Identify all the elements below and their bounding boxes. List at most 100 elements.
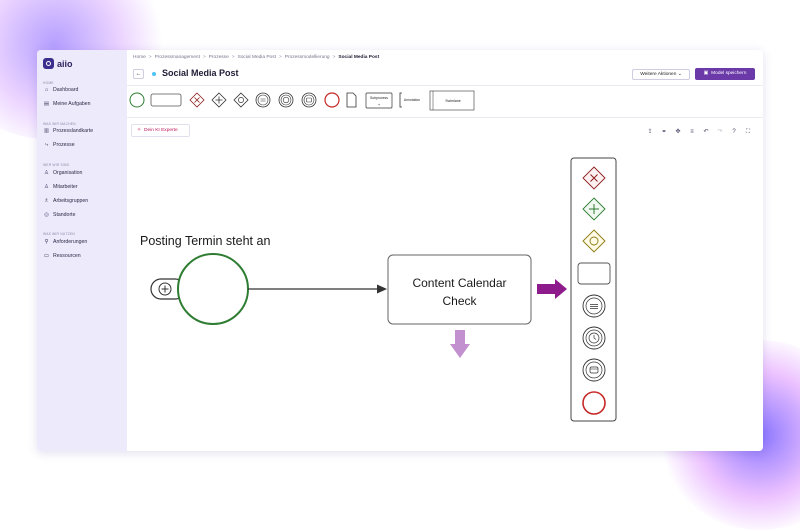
sidebar-item-label: Ressourcen xyxy=(53,253,81,259)
task-content-calendar-check[interactable] xyxy=(387,254,532,325)
sidebar-item-standorte[interactable]: ◎ Standorte xyxy=(43,212,75,218)
bpmn-palette: Subprocess + Annotation Swimlane xyxy=(129,90,475,111)
palette-timer-event-icon[interactable] xyxy=(278,92,294,108)
fullscreen-icon[interactable]: ⛶ xyxy=(745,129,751,135)
breadcrumb: Home>Prozessmanagement>Prozesse>Social M… xyxy=(133,55,379,60)
sidebar-item-meine-aufgaben[interactable]: ▤ Meine Aufgaben xyxy=(43,101,91,107)
sidebar-section-home: HOME xyxy=(43,81,54,85)
sidebar-section-was-wir-machen: WAS WIR MACHEN xyxy=(43,122,76,126)
palette-parallel-gateway-icon[interactable] xyxy=(211,92,227,108)
start-event-label: Posting Termin steht an xyxy=(140,234,271,248)
save-icon: ▣ xyxy=(703,71,709,76)
group-icon: ♗ xyxy=(44,198,49,204)
breadcrumb-separator-icon: > xyxy=(278,55,282,60)
palette-document-icon[interactable] xyxy=(346,92,357,108)
sidebar-item-label: Organisation xyxy=(53,170,83,176)
sidebar-item-dashboard[interactable]: ⌂ Dashboard xyxy=(43,87,79,93)
save-model-label: Model speichern xyxy=(711,71,747,76)
divider xyxy=(127,85,763,86)
task-label-line: Check xyxy=(442,294,477,308)
palette-annotation-icon[interactable]: Annotation xyxy=(399,92,420,108)
breadcrumb-separator-icon: > xyxy=(202,55,206,60)
context-inclusive-gateway-icon[interactable] xyxy=(582,229,606,253)
ki-expert-button[interactable]: ✧Dein KI Experte xyxy=(131,124,190,137)
more-actions-label: Weitere Aktionen xyxy=(640,72,677,77)
page-title: Social Media Post xyxy=(162,68,239,78)
org-icon: ♙ xyxy=(44,170,49,176)
sidebar-item-ressourcen[interactable]: ▭ Ressourcen xyxy=(43,253,81,259)
task-label: Content Calendar Check xyxy=(388,274,531,310)
more-actions-button[interactable]: Weitere Aktionen ⌄ xyxy=(632,69,690,80)
requirements-icon: ⚲ xyxy=(44,239,49,245)
aiio-logo-icon xyxy=(43,58,54,69)
canvas-toolbar: ⇪ ⚭ ✥ ≡ ↶ ↷ ? ⛶ xyxy=(643,127,755,137)
context-end-event-icon[interactable] xyxy=(582,391,606,415)
clipboard-icon: ▤ xyxy=(43,101,50,107)
sidebar-item-anforderungen[interactable]: ⚲ Anforderungen xyxy=(43,239,87,245)
palette-inclusive-gateway-icon[interactable] xyxy=(233,92,249,108)
context-message-event-icon[interactable] xyxy=(582,294,606,318)
context-task-icon[interactable] xyxy=(577,262,611,285)
sidebar-item-prozesslandkarte[interactable]: ▥ Prozesslandkarte xyxy=(43,128,93,134)
palette-task-icon[interactable] xyxy=(150,93,182,107)
palette-swimlane-label: Swimlane xyxy=(445,99,461,103)
breadcrumb-item[interactable]: Prozessmanagement xyxy=(154,55,200,60)
palette-data-store-event-icon[interactable] xyxy=(301,92,317,108)
task-label-line: Content Calendar xyxy=(412,276,507,290)
palette-start-event-icon[interactable] xyxy=(129,92,145,108)
breadcrumb-item[interactable]: Social Media Post xyxy=(237,55,276,60)
move-icon[interactable]: ✥ xyxy=(675,129,681,135)
append-below-arrow-icon[interactable] xyxy=(450,330,470,358)
link-icon[interactable]: ⚭ xyxy=(661,129,667,135)
arrow-left-icon: ← xyxy=(135,71,142,77)
sequence-flow-arrow[interactable] xyxy=(248,284,387,294)
sidebar-section-wer-wir-sind: WER WIR SIND xyxy=(43,163,70,167)
logo[interactable]: aiio xyxy=(43,58,73,69)
sidebar-item-mitarbeiter[interactable]: ♙ Mitarbeiter xyxy=(43,184,78,190)
palette-subprocess-icon[interactable]: Subprocess + xyxy=(365,92,393,109)
breadcrumb-separator-icon: > xyxy=(148,55,152,60)
context-pad xyxy=(570,157,617,422)
share-icon[interactable]: ⇪ xyxy=(647,129,653,135)
user-icon: ♙ xyxy=(44,184,49,190)
diagram-canvas xyxy=(150,157,617,422)
breadcrumb-separator-icon: > xyxy=(231,55,235,60)
breadcrumb-item[interactable]: Prozessmodellierung xyxy=(284,55,330,60)
palette-exclusive-gateway-icon[interactable] xyxy=(189,92,205,108)
context-exclusive-gateway-icon[interactable] xyxy=(582,166,606,190)
sidebar-item-organisation[interactable]: ♙ Organisation xyxy=(43,170,82,176)
redo-icon[interactable]: ↷ xyxy=(717,129,723,135)
sidebar: aiio HOME ⌂ Dashboard ▤ Meine Aufgaben W… xyxy=(37,50,127,451)
ki-expert-label: Dein KI Experte xyxy=(144,128,178,133)
palette-swimlane-icon[interactable]: Swimlane xyxy=(429,90,475,111)
context-parallel-gateway-icon[interactable] xyxy=(582,197,606,221)
sidebar-item-prozesse[interactable]: ⤷ Prozesse xyxy=(43,142,75,148)
undo-icon[interactable]: ↶ xyxy=(703,129,709,135)
back-button[interactable]: ← xyxy=(133,69,144,79)
chevron-down-icon: ⌄ xyxy=(677,72,682,77)
app-window: aiio HOME ⌂ Dashboard ▤ Meine Aufgaben W… xyxy=(37,50,763,451)
resources-icon: ▭ xyxy=(43,253,50,259)
breadcrumb-item[interactable]: Home xyxy=(133,55,146,60)
divider xyxy=(127,117,763,118)
palette-end-event-icon[interactable] xyxy=(324,92,340,108)
sidebar-item-arbeitsgruppen[interactable]: ♗ Arbeitsgruppen xyxy=(43,198,88,204)
start-event[interactable] xyxy=(150,253,249,325)
sidebar-item-label: Anforderungen xyxy=(53,239,88,245)
context-timer-event-icon[interactable] xyxy=(582,326,606,350)
append-next-arrow-icon[interactable] xyxy=(537,279,567,299)
palette-message-event-icon[interactable] xyxy=(255,92,271,108)
save-model-button[interactable]: ▣Model speichern xyxy=(695,68,755,80)
filter-icon[interactable]: ≡ xyxy=(690,129,694,135)
context-data-store-event-icon[interactable] xyxy=(582,358,606,382)
sidebar-section-was-wir-nutzen: WAS WIR NUTZEN xyxy=(43,232,75,236)
svg-text:+: + xyxy=(378,102,381,107)
logo-text: aiio xyxy=(57,58,73,69)
home-icon: ⌂ xyxy=(44,87,49,93)
breadcrumb-item[interactable]: Prozesse xyxy=(208,55,229,60)
sidebar-item-label: Prozesse xyxy=(53,142,75,148)
process-icon: ⤷ xyxy=(44,142,49,148)
main-area: Home>Prozessmanagement>Prozesse>Social M… xyxy=(127,50,763,451)
sidebar-item-label: Mitarbeiter xyxy=(53,184,78,190)
help-icon[interactable]: ? xyxy=(732,129,736,135)
